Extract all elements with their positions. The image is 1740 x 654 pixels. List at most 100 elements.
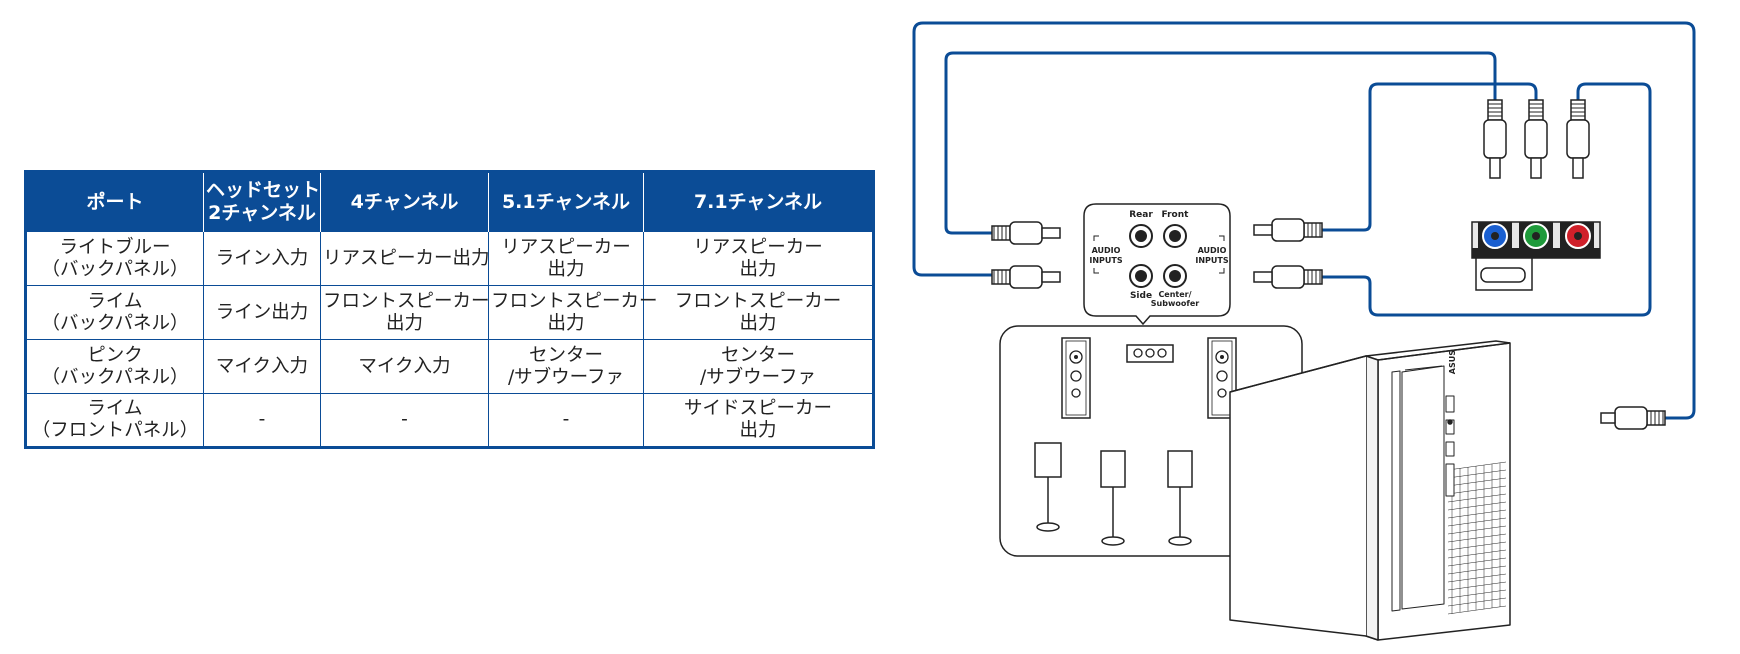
- table-row: ライム（バックパネル）ライン出力フロントスピーカー出力フロントスピーカー出力フロ…: [25, 285, 874, 340]
- cell-4ch: フロントスピーカー出力: [320, 285, 490, 340]
- cell-text: /サブウーファ: [699, 366, 817, 388]
- audio-config-table: ポート ヘッドセット 2チャンネル 4チャンネル 5.1チャンネル 7.1チャン…: [24, 170, 875, 449]
- cell-7-1ch: サイドスピーカー出力: [643, 393, 874, 448]
- table-row: ライム（フロントパネル） - - - サイドスピーカー出力: [25, 393, 874, 448]
- header-4ch: 4チャンネル: [320, 171, 489, 232]
- cell-text: -: [258, 409, 266, 430]
- audio-input-panel: Rear Front Side Center/ Subwoofer AUDIO …: [1083, 203, 1231, 326]
- cell-port: ピンク（バックパネル）: [25, 339, 204, 394]
- plug-vertical-red: [1566, 99, 1590, 179]
- table-row: ライトブルー（バックパネル）ライン入力リアスピーカー出力リアスピーカー出力リアス…: [25, 231, 874, 286]
- cell-text: ピンク: [87, 344, 143, 366]
- label-audio-inputs-right-1: AUDIO: [1198, 246, 1227, 255]
- cell-text: -: [562, 409, 570, 430]
- cell-port: ライトブルー（バックパネル）: [25, 231, 204, 286]
- jack-rear-icon: [1129, 224, 1153, 248]
- label-front: Front: [1162, 210, 1190, 220]
- plug-vertical-green: [1524, 99, 1548, 179]
- cell-port: ライム（バックパネル）: [25, 285, 204, 340]
- cell-text: /サブウーファ: [507, 366, 625, 388]
- cable-front-to-green: [1318, 82, 1538, 232]
- cable-center-to-red: [1318, 82, 1652, 317]
- cell-text: ライン入力: [215, 247, 309, 269]
- pc-tower: [1229, 340, 1511, 641]
- header-headset-2ch: ヘッドセット 2チャンネル: [203, 171, 321, 232]
- cell-text: リアスピーカー: [501, 236, 631, 258]
- cell-4ch: -: [320, 393, 489, 448]
- plug-right-bottom: [1253, 265, 1323, 289]
- header-5-1ch: 5.1チャンネル: [488, 171, 644, 232]
- header-port: ポート: [25, 171, 204, 232]
- cell-text: 出力: [739, 420, 777, 441]
- cell-text: -: [401, 409, 408, 430]
- plug-right-top: [1253, 218, 1323, 242]
- cell-headset-2ch: -: [203, 393, 321, 448]
- speaker-set: [999, 325, 1303, 557]
- plug-left-bottom: [991, 265, 1061, 289]
- cell-4ch: マイク入力: [320, 339, 489, 394]
- cell-text: センター: [528, 344, 603, 366]
- label-audio-inputs-left-1: AUDIO: [1092, 246, 1121, 255]
- surround-speaker-3-icon: [1167, 450, 1193, 546]
- cell-text: マイク入力: [358, 355, 451, 377]
- jack-side-icon: [1129, 264, 1153, 288]
- plug-left-top: [991, 221, 1061, 245]
- cell-text: ライム: [87, 290, 143, 312]
- jack-center-icon: [1163, 264, 1187, 288]
- jack-front-icon: [1163, 224, 1187, 248]
- cell-text: リアスピーカー: [693, 236, 823, 258]
- cable-outer-loop: [912, 21, 1696, 420]
- plug-vertical-blue: [1483, 99, 1507, 179]
- cell-4ch: リアスピーカー出力: [320, 231, 490, 286]
- cell-text: 出力: [385, 312, 423, 334]
- label-rear: Rear: [1129, 210, 1153, 220]
- cell-text: ライトブルー: [59, 236, 171, 258]
- cell-7-1ch: リアスピーカー出力: [643, 231, 874, 286]
- surround-speaker-1-icon: [1034, 442, 1062, 532]
- cell-text: 出力: [739, 258, 777, 280]
- table-row: ピンク（バックパネル）マイク入力マイク入力センター/サブウーファセンター/サブウ…: [25, 339, 874, 394]
- front-vent-grille: [1447, 461, 1507, 615]
- cell-7-1ch: センター/サブウーファ: [643, 339, 874, 394]
- front-left-speaker-icon: [1061, 337, 1091, 419]
- plug-front-panel: [1600, 406, 1666, 430]
- cell-text: ライン出力: [215, 301, 309, 323]
- cable-rear-to-blue: [944, 51, 1497, 235]
- cell-text: （バックパネル）: [41, 312, 189, 334]
- cell-text: （バックパネル）: [41, 258, 189, 280]
- cell-headset-2ch: ライン入力: [203, 231, 321, 286]
- surround-speaker-2-icon: [1100, 450, 1126, 546]
- label-audio-inputs-right-2: INPUTS: [1195, 256, 1228, 265]
- cell-text: （フロントパネル）: [31, 420, 199, 441]
- cell-text: 出力: [739, 312, 777, 334]
- cell-text: フロントスピーカー: [674, 290, 842, 312]
- cell-text: サイドスピーカー: [683, 398, 832, 419]
- cables: [912, 21, 1696, 420]
- cell-text: 出力: [547, 258, 585, 280]
- center-speaker-icon: [1126, 344, 1174, 363]
- cell-text: 出力: [547, 312, 585, 334]
- label-audio-inputs-left-2: INPUTS: [1089, 256, 1122, 265]
- cell-text: （バックパネル）: [41, 366, 189, 388]
- header-7-1ch: 7.1チャンネル: [643, 171, 874, 232]
- label-side: Side: [1130, 291, 1152, 301]
- cell-5-1ch: -: [488, 393, 644, 448]
- cell-text: ライム: [87, 398, 143, 419]
- cell-headset-2ch: ライン出力: [203, 285, 321, 340]
- cell-port: ライム（フロントパネル）: [25, 393, 204, 448]
- cell-text: マイク入力: [215, 355, 309, 377]
- cell-5-1ch: センター/サブウーファ: [488, 339, 644, 394]
- cell-headset-2ch: マイク入力: [203, 339, 321, 394]
- cell-text: センター: [720, 344, 795, 366]
- table-header-row: ポート ヘッドセット 2チャンネル 4チャンネル 5.1チャンネル 7.1チャン…: [25, 171, 874, 232]
- brand-logo-text: ASUS: [1448, 350, 1457, 374]
- cell-7-1ch: フロントスピーカー出力: [643, 285, 874, 340]
- cell-text: フロントスピーカー: [491, 290, 658, 312]
- rear-audio-port-block: [1471, 221, 1601, 291]
- cell-5-1ch: リアスピーカー出力: [488, 231, 644, 286]
- audio-connection-diagram: Rear Front Side Center/ Subwoofer AUDIO …: [912, 21, 1696, 641]
- label-subwoofer: Subwoofer: [1151, 299, 1199, 308]
- label-center: Center/: [1158, 290, 1191, 299]
- cell-5-1ch: フロントスピーカー出力: [488, 285, 658, 340]
- cell-text: リアスピーカー出力: [323, 247, 490, 269]
